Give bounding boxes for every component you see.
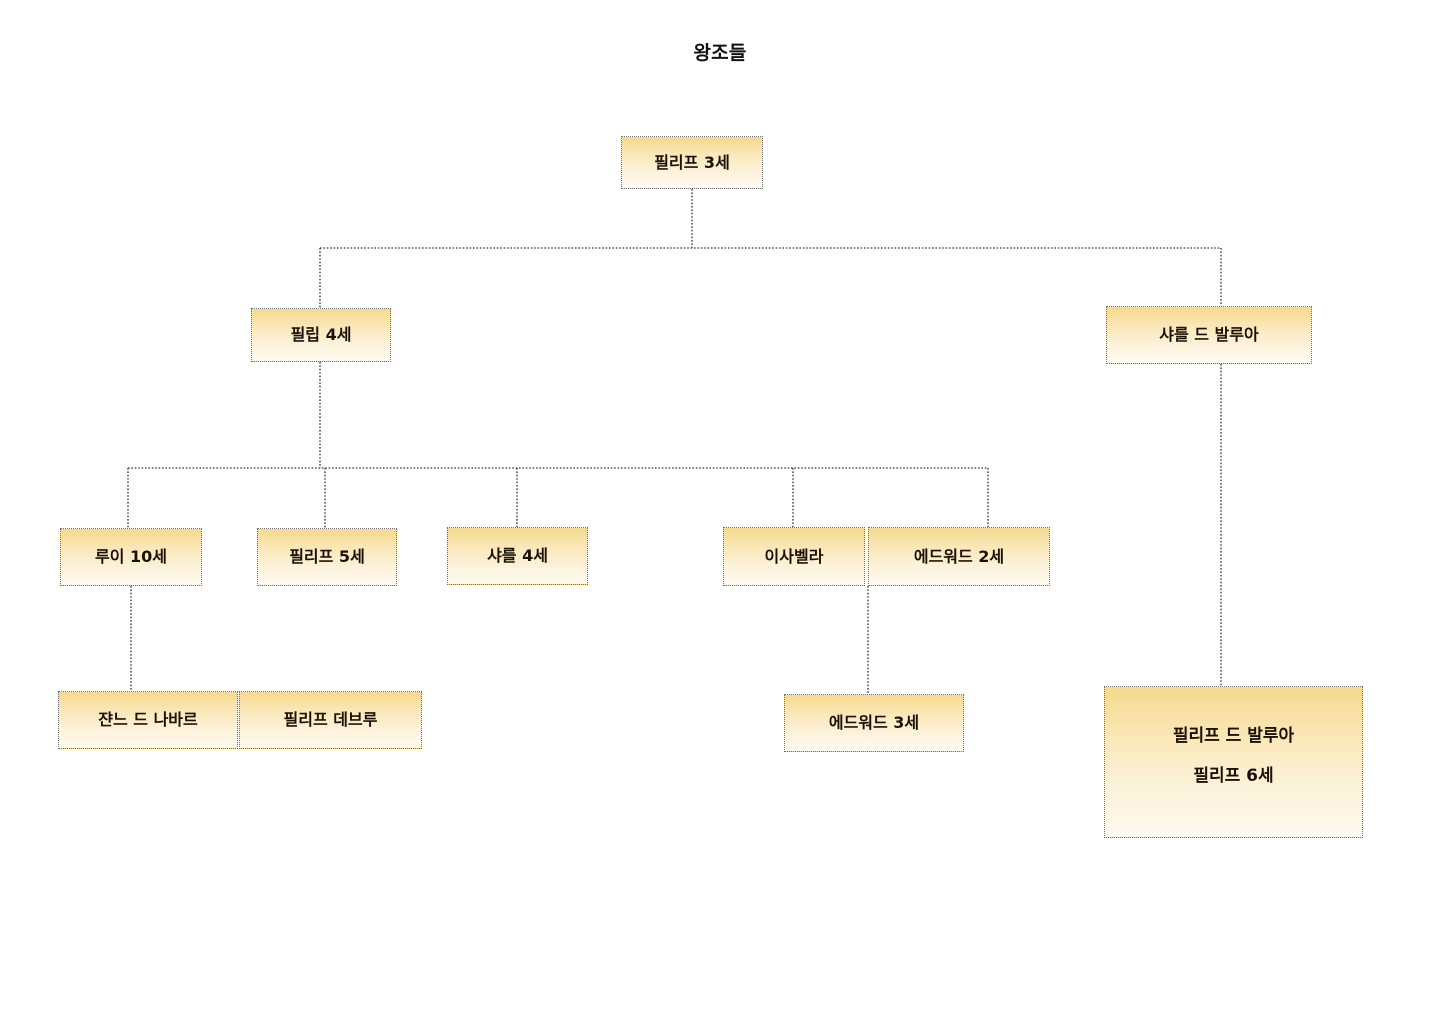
node-label: 루이 10세 — [95, 547, 167, 566]
node-label: 필립 4세 — [290, 325, 352, 344]
node-philippe-iii[interactable]: 필리프 3세 — [621, 136, 763, 189]
node-label: 에드워드 2세 — [913, 546, 1005, 566]
node-charles-iv[interactable]: 샤를 4세 — [447, 527, 588, 585]
node-label: 샤를 4세 — [487, 546, 548, 565]
node-edward-ii[interactable]: 에드워드 2세 — [868, 527, 1050, 586]
node-louis-x[interactable]: 루이 10세 — [60, 528, 202, 586]
node-label: 필리프 5세 — [289, 547, 365, 566]
node-label: 필리프 데브루 — [283, 710, 378, 729]
node-philippe-de-valois[interactable]: 필리프 드 발루아 필리프 6세 — [1104, 686, 1363, 838]
node-label: 샤를 드 발루아 — [1159, 325, 1259, 344]
node-label: 쟌느 드 나바르 — [98, 710, 198, 729]
node-label: 필리프 3세 — [654, 152, 730, 172]
page-title: 왕조들 — [693, 42, 747, 64]
node-edward-iii[interactable]: 에드워드 3세 — [784, 694, 964, 752]
node-label: 이사벨라 — [764, 546, 824, 566]
node-label: 에드워드 3세 — [828, 713, 920, 732]
node-isabella[interactable]: 이사벨라 — [723, 527, 865, 586]
node-label-primary: 필리프 드 발루아 — [1172, 726, 1295, 747]
node-label-secondary: 필리프 6세 — [1193, 766, 1274, 787]
node-philippe-v[interactable]: 필리프 5세 — [257, 528, 397, 586]
node-charles-de-valois[interactable]: 샤를 드 발루아 — [1106, 306, 1312, 364]
node-jeanne-de-navarre[interactable]: 쟌느 드 나바르 — [58, 691, 238, 749]
node-philippe-devreux[interactable]: 필리프 데브루 — [239, 691, 422, 749]
node-philippe-iv[interactable]: 필립 4세 — [251, 308, 391, 362]
